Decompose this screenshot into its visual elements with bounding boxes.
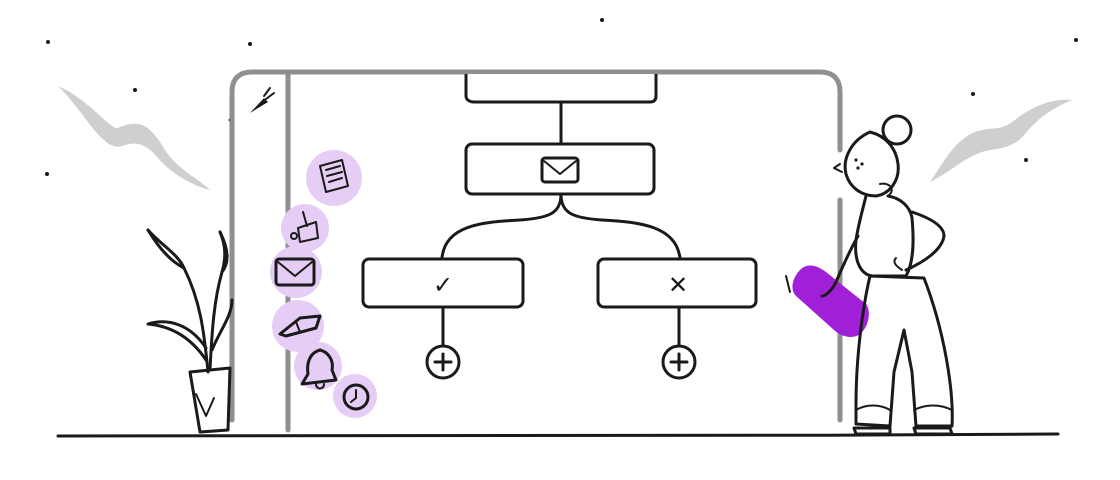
checkmark-icon: ✓ — [433, 271, 453, 299]
palette-bg-2 — [281, 204, 329, 252]
plant-pot — [188, 366, 232, 434]
branch-connector — [440, 192, 682, 260]
trigger-envelope-icon — [540, 156, 580, 184]
bell-icon[interactable] — [300, 348, 338, 390]
carrot-logo-icon — [250, 87, 275, 113]
ground-line — [56, 432, 1060, 438]
broom-icon[interactable] — [290, 211, 319, 243]
add-step-button-right[interactable] — [661, 344, 697, 380]
right-bird-shape — [930, 99, 1072, 182]
trigger-node[interactable] — [464, 142, 656, 196]
envelope-icon[interactable] — [274, 257, 316, 287]
left-bird-shape — [58, 86, 210, 190]
document-icon[interactable] — [319, 159, 349, 193]
palette-bg-1 — [306, 150, 362, 206]
potted-plant — [146, 228, 234, 434]
workflow-diagram: ✓ ✕ — [361, 74, 758, 380]
person-figure — [820, 114, 954, 436]
eraser-icon[interactable] — [278, 314, 322, 338]
top-node[interactable] — [464, 74, 658, 104]
cross-icon: ✕ — [668, 271, 688, 299]
clock-icon[interactable] — [342, 383, 370, 411]
purple-marker-icon — [785, 265, 869, 337]
icon-palette — [270, 150, 377, 418]
branch-node-cross[interactable] — [596, 257, 758, 309]
add-step-button-left[interactable] — [425, 344, 461, 380]
